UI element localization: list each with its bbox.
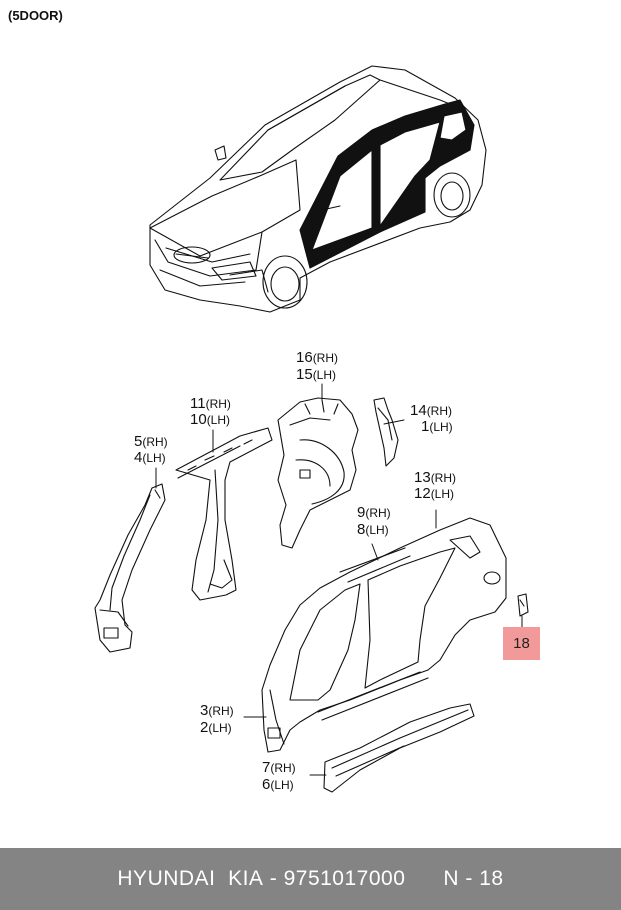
footer-bar: HYUNDAI KIA - 9751017000 N - 18 <box>0 848 621 910</box>
car-illustration <box>149 65 487 313</box>
part-side-outer-panel <box>261 509 507 753</box>
part-front-pillar-inner <box>94 467 166 653</box>
footer-part-number: 9751017000 <box>283 867 406 890</box>
callout-15: 15(LH) <box>296 366 337 383</box>
part-bracket <box>373 397 405 467</box>
parts-diagram: (5DOOR) 16(RH) 15(LH) 11(RH) 10(LH) 14(R… <box>8 8 540 793</box>
callout-9: 9(RH) <box>357 504 391 521</box>
footer-brand: HYUNDAI KIA <box>117 867 264 890</box>
callout-4: 4(LH) <box>134 449 166 466</box>
callout-8: 8(LH) <box>357 521 389 538</box>
callout-6: 6(LH) <box>262 776 294 793</box>
variant-label: (5DOOR) <box>8 8 63 23</box>
footer-gap <box>405 867 443 891</box>
footer-page: N - 18 <box>443 867 504 890</box>
part-center-pillar <box>175 427 273 601</box>
part-rear-inner-panel <box>277 383 359 549</box>
highlighted-part-badge[interactable]: 18 <box>503 627 540 660</box>
callout-1: 1(LH) <box>421 418 453 435</box>
diagram-drawing <box>94 65 529 793</box>
callout-7: 7(RH) <box>262 759 296 776</box>
callout-13: 13(RH) <box>414 469 457 486</box>
callout-12: 12(LH) <box>414 485 455 502</box>
callout-16: 16(RH) <box>296 349 339 366</box>
footer-sep: - <box>263 867 284 890</box>
callout-14: 14(RH) <box>410 402 453 419</box>
callout-11: 11(RH) <box>190 395 231 412</box>
part-side-sill <box>309 703 475 793</box>
callout-5: 5(RH) <box>134 433 168 450</box>
callout-2: 2(LH) <box>200 719 232 736</box>
callout-3: 3(RH) <box>200 702 234 719</box>
part-clip-18 <box>517 593 529 628</box>
callout-10: 10(LH) <box>190 411 231 428</box>
